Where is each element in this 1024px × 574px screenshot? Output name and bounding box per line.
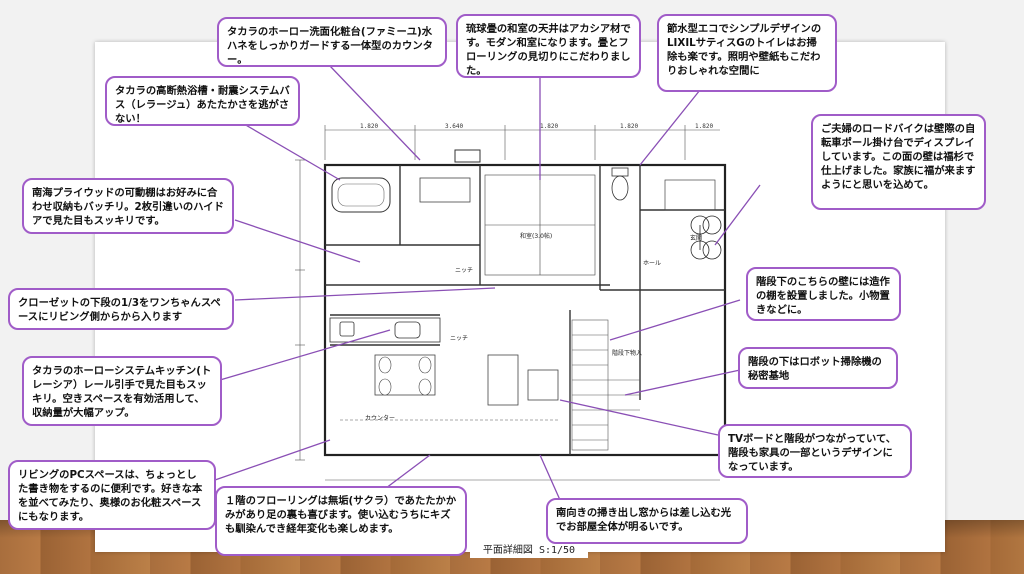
label-niche-1: ニッチ <box>455 267 473 274</box>
label-niche-2: ニッチ <box>450 335 468 342</box>
callout-bath: タカラの高断熱浴槽・耐震システムバス（レラージュ）あたたかさを逃がさない！ <box>105 76 300 126</box>
label-counter: カウンター <box>365 414 395 422</box>
callout-stair-wall: 階段下のこちらの壁には造作の棚を設置しました。小物置きなどに。 <box>746 267 901 321</box>
callout-flooring: １階のフローリングは無垢(サクラ）であたたかかみがあり足の裏も喜びます。使い込む… <box>215 486 467 556</box>
callout-kitchen: タカラのホーローシステムキッチン(トレーシア）レール引手で見た目もスッキリ。空き… <box>22 356 222 426</box>
label-washitsu: 和室(3.0帖) <box>520 232 552 240</box>
callout-shelf: 南海プライウッドの可動棚はお好みに合わせ収納もバッチリ。2枚引違いのハイドアで見… <box>22 178 234 234</box>
callout-washitsu: 琉球畳の和室の天井はアカシア材です。モダン和室になります。畳とフローリングの見切… <box>456 14 641 78</box>
callout-tv-board: TVボードと階段がつながっていて、階段も家具の一部というデザインになっています。 <box>718 424 912 478</box>
label-stair-storage: 階段下物入 <box>612 349 642 357</box>
dim-label-1: 1.820 <box>360 123 378 130</box>
callout-pc-space: リビングのPCスペースは、ちょっとした書き物をするのに便利です。好きな本を並べて… <box>8 460 216 530</box>
callout-washbasin: タカラのホーロー洗面化粧台(ファミーユ)水ハネをしっかりガードする一体型のカウン… <box>217 17 447 67</box>
plan-title: 平面詳細図 S:1/50 <box>470 544 588 558</box>
callout-toilet: 節水型エコでシンプルデザインのLIXILサティスGのトイレはお掃除も楽です。照明… <box>657 14 837 92</box>
dim-label-3: 1.820 <box>540 123 558 130</box>
label-hall: ホール <box>643 260 661 267</box>
dim-label-2: 3.640 <box>445 123 463 130</box>
dim-label-5: 1.820 <box>695 123 713 130</box>
dim-label-4: 1.820 <box>620 123 638 130</box>
callout-closet: クローゼットの下段の1/3をワンちゃんスペースにリビング側からから入ります <box>8 288 234 330</box>
callout-bike: ご夫婦のロードバイクは壁際の自転車ポール掛け台でディスプレイしています。この面の… <box>811 114 986 210</box>
callout-window: 南向きの掃き出し窓からは差し込む光でお部屋全体が明るいです。 <box>546 498 748 544</box>
callout-robot: 階段の下はロボット掃除機の秘密基地 <box>738 347 898 389</box>
label-entrance: 玄関 <box>690 234 702 242</box>
